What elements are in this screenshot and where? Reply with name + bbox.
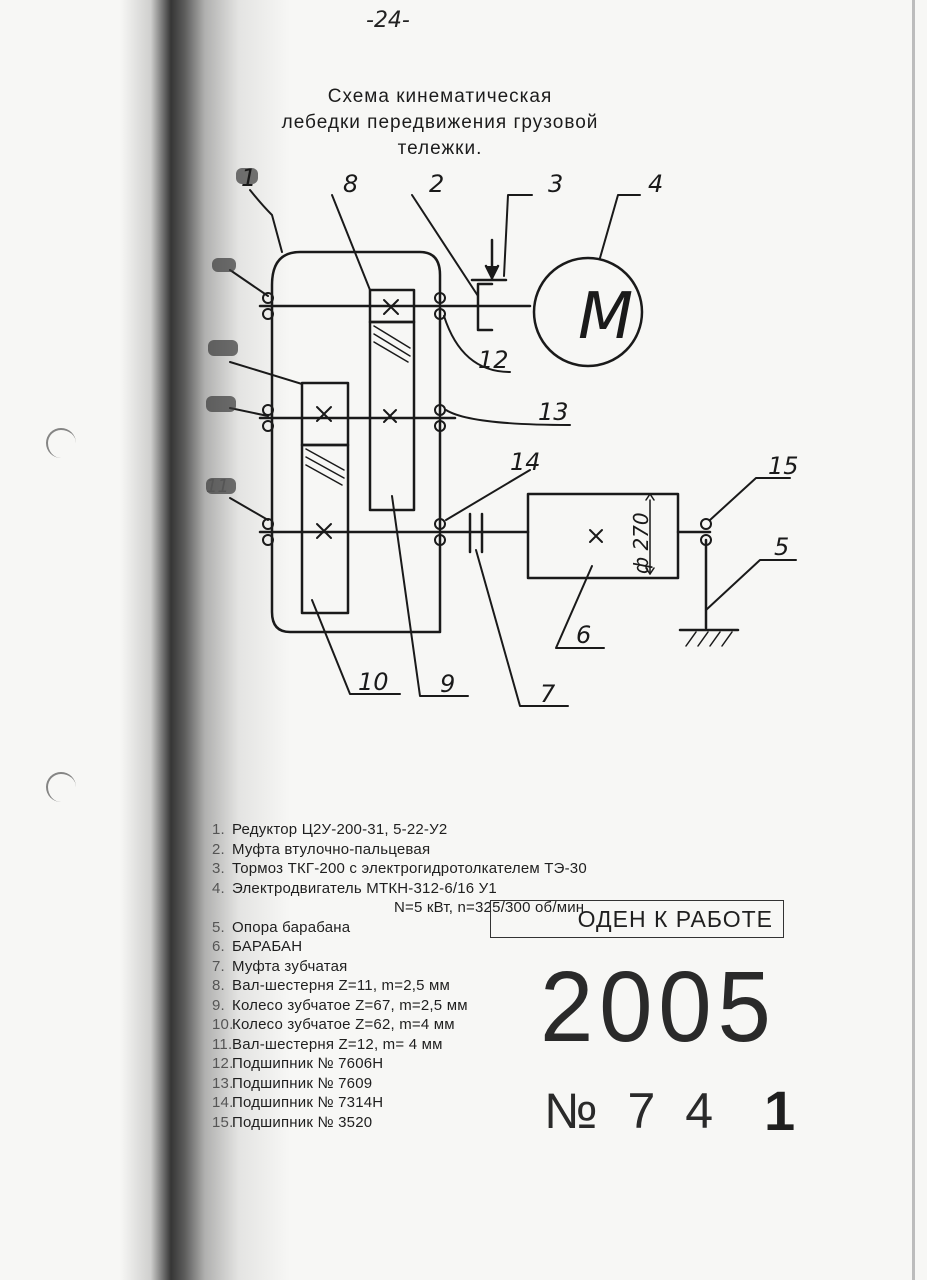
title-line-3: тележки. <box>397 138 483 159</box>
stamp-registration-number: № 7 4 <box>544 1083 722 1139</box>
stamp-copy-number: 1 <box>764 1079 796 1142</box>
callout-13: 13 <box>538 398 569 426</box>
legend-item: 3.Тормоз ТКГ-200 с электрогидротолкателе… <box>212 860 587 877</box>
legend-item: 10.Колесо зубчатое Z=62, m=4 мм <box>212 1016 455 1033</box>
callout-1: 1 <box>241 164 256 192</box>
callout-15: 15 <box>768 452 799 480</box>
approval-stamp: ОДЕН К РАБОТЕ <box>490 900 784 938</box>
title-line-2: лебедки передвижения грузовой <box>281 112 599 133</box>
legend-item: 13.Подшипник № 7609 <box>212 1074 373 1092</box>
legend-item: 4.Электродвигатель МТКН-312-6/16 У1 <box>212 879 497 897</box>
drum-6 <box>526 492 680 580</box>
callout-5: 5 <box>774 533 789 561</box>
callout-6: 6 <box>576 621 591 649</box>
parts-legend: 1.Редуктор Ц2У-200-31, 5-22-У2 2.Муфта в… <box>212 820 587 1132</box>
legend-item: 14.Подшипник № 7314Н <box>212 1094 384 1111</box>
callout-2: 2 <box>429 170 444 198</box>
punch-hole-bottom <box>46 772 76 802</box>
legend-item: 7.Муфта зубчатая <box>212 957 348 975</box>
legend-item: 1.Редуктор Ц2У-200-31, 5-22-У2 <box>212 821 448 838</box>
stamp-year: 2005 <box>540 951 777 1063</box>
callout-4: 4 <box>648 170 663 198</box>
callout-9: 9 <box>440 670 455 698</box>
legend-item: 2.Муфта втулочно-пальцевая <box>212 840 431 858</box>
title-line-1: Схема кинематическая <box>327 86 553 107</box>
coupling-2 <box>476 282 494 332</box>
gear-hatching <box>305 325 411 486</box>
callout-12: 12 <box>478 346 509 374</box>
callout-10: 10 <box>358 668 389 696</box>
callout-3: 3 <box>548 170 563 198</box>
callout-7: 7 <box>540 680 556 708</box>
binding-shadow <box>120 0 290 1280</box>
legend-item: 15.Подшипник № 3520 <box>212 1113 373 1131</box>
callout-labels: 1 2 3 4 5 6 7 8 9 10 11 12 13 14 15 <box>206 164 799 708</box>
page-edge <box>912 0 915 1280</box>
legend-item: 5.Опора барабана <box>212 918 351 936</box>
gear-10 <box>300 443 350 615</box>
gearbox-housing <box>270 250 442 634</box>
gear-9 <box>368 320 416 512</box>
legend-item: N=5 кВт, n=325/300 об/мин <box>394 899 585 916</box>
legend-item: 8.Вал-шестерня Z=11, m=2,5 мм <box>212 977 451 994</box>
callout-11: 11 <box>206 476 229 497</box>
legend-item: 12.Подшипник № 7606Н <box>212 1055 384 1072</box>
diagram-title: Схема кинематическая лебедки передвижени… <box>230 84 650 162</box>
motor-4 <box>532 256 644 368</box>
legend-item: 11.Вал-шестерня Z=12, m= 4 мм <box>212 1035 443 1053</box>
drum-diameter-label: ф 270 <box>629 512 653 574</box>
page-number: -24- <box>366 8 410 33</box>
callout-14: 14 <box>510 448 541 476</box>
legend-item: 6.БАРАБАН <box>212 938 303 955</box>
legend-item: 9.Колесо зубчатое Z=67, m=2,5 мм <box>212 996 468 1014</box>
kinematic-scheme: M ф 270 1 2 3 4 5 6 7 8 9 10 11 12 13 14… <box>206 164 799 708</box>
punch-hole-top <box>46 428 76 458</box>
leader-lines <box>229 189 797 707</box>
coupling-7 <box>468 512 484 554</box>
callout-8: 8 <box>343 170 358 198</box>
motor-symbol: M <box>578 280 633 354</box>
